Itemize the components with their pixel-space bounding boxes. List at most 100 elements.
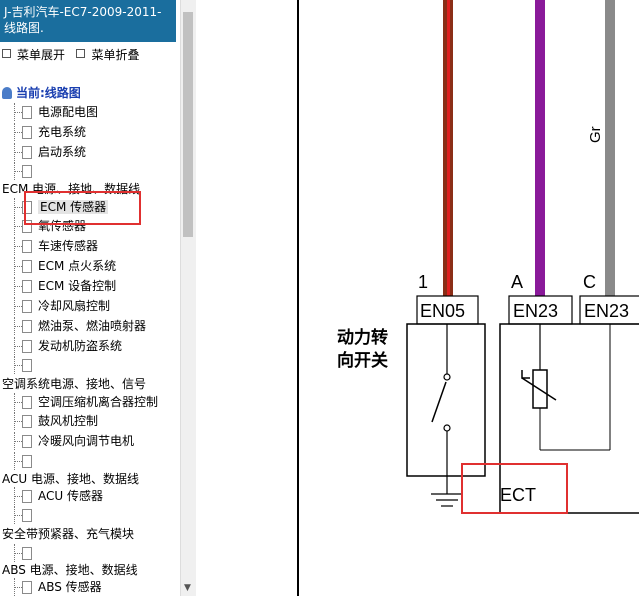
tree-line: [14, 112, 22, 113]
tree-item-label: 冷暖风向调节电机: [38, 434, 135, 448]
tree-line: [14, 553, 22, 554]
tree-item[interactable]: 氧传感器: [0, 217, 86, 235]
tree-item-label: 燃油泵、燃油喷射器: [38, 319, 147, 333]
tree-line: [14, 246, 22, 247]
tree-line: [14, 171, 22, 172]
navigation-panel: J-吉利汽车-EC7-2009-2011- 线路图. 菜单展开 菜单折叠 当前:…: [0, 0, 180, 596]
switch-arm: [431, 381, 447, 423]
document-icon: [22, 320, 32, 333]
document-icon: [22, 165, 32, 178]
document-icon: [22, 300, 32, 313]
highlight-box: [24, 191, 141, 225]
current-node-icon: [2, 87, 12, 99]
tree-item[interactable]: ECM 点火系统: [0, 257, 116, 275]
menu-expand-label: 菜单展开: [17, 48, 66, 62]
tree-line: [14, 402, 22, 403]
wire-color-label: Gr: [587, 126, 604, 143]
document-icon: [22, 581, 32, 594]
tree-line: [14, 365, 22, 366]
document-icon: [22, 240, 32, 253]
menu-collapse-button[interactable]: 菜单折叠: [76, 48, 139, 62]
tree-line: [14, 207, 22, 208]
tree-item-label: 冷却风扇控制: [38, 299, 111, 313]
tree-line: [14, 326, 22, 327]
wire-red-stripe: [447, 0, 450, 296]
document-icon: [22, 396, 32, 409]
pin-label-c: C: [583, 272, 596, 292]
tree-item-label: ECM 传感器: [38, 200, 109, 214]
document-icon: [22, 106, 32, 119]
tree-item-label: 鼓风机控制: [38, 414, 99, 428]
tree-line: [14, 226, 22, 227]
tree-item-label: 安全带预紧器、充气模块: [2, 527, 135, 541]
tree-item[interactable]: [0, 162, 38, 180]
switch-component-box: [406, 323, 486, 477]
collapse-icon: [76, 49, 86, 58]
tree-item-label: 车速传感器: [38, 239, 99, 253]
document-icon: [22, 126, 32, 139]
tree-line: [14, 515, 22, 516]
tree-line: [14, 346, 22, 347]
tree-item[interactable]: [0, 452, 38, 470]
tree-line: [14, 286, 22, 287]
tree-item-label: 氧传感器: [38, 219, 87, 233]
menu-expand-button[interactable]: 菜单展开: [2, 48, 65, 62]
tree-item-label: 启动系统: [38, 145, 87, 159]
scroll-down-icon[interactable]: ▼: [184, 583, 191, 593]
window-title: J-吉利汽车-EC7-2009-2011- 线路图.: [0, 0, 176, 42]
current-node[interactable]: 当前:线路图: [2, 84, 81, 101]
tree-item[interactable]: ABS 传感器: [0, 578, 102, 596]
document-icon: [22, 359, 32, 372]
wire-purple: [535, 0, 545, 296]
tree-item-label: 发动机防盗系统: [38, 339, 123, 353]
tree-item[interactable]: 车速传感器: [0, 237, 98, 255]
tree-item[interactable]: 发动机防盗系统: [0, 337, 122, 355]
wire-gray: [605, 0, 615, 296]
document-icon: [22, 260, 32, 273]
scrollbar-thumb[interactable]: [183, 12, 193, 237]
switch-label: 向开关: [337, 350, 388, 371]
document-icon: [22, 280, 32, 293]
tree-item-label: 充电系统: [38, 125, 87, 139]
tree-item[interactable]: 燃油泵、燃油喷射器: [0, 317, 146, 335]
tree-line: [14, 496, 22, 497]
connector-label: EN05: [420, 301, 465, 321]
menu-collapse-label: 菜单折叠: [91, 48, 140, 62]
menu-controls: 菜单展开 菜单折叠: [2, 46, 139, 63]
connector-label: EN23: [513, 301, 558, 321]
switch-contact: [443, 373, 451, 381]
tree-item[interactable]: ECM 设备控制: [0, 277, 116, 295]
tree-item[interactable]: 冷暖风向调节电机: [0, 432, 134, 450]
tree-item-label: 空调系统电源、接地、信号: [2, 377, 147, 391]
tree-item[interactable]: 冷却风扇控制: [0, 297, 110, 315]
document-icon: [22, 415, 32, 428]
tree-item[interactable]: [0, 356, 38, 374]
tree-line: [14, 421, 22, 422]
connector-box: [579, 295, 639, 325]
thermistor-arrow: [521, 370, 530, 379]
document-icon: [22, 340, 32, 353]
tree-line: [14, 441, 22, 442]
tree-item[interactable]: 充电系统: [0, 123, 86, 141]
tree-item-label: ACU 电源、接地、数据线: [2, 472, 139, 486]
tree-item[interactable]: 启动系统: [0, 143, 86, 161]
tree-item[interactable]: 空调压缩机离合器控制: [0, 393, 158, 411]
sensor-label: ECT: [500, 485, 536, 505]
tree-section[interactable]: 安全带预紧器、充气模块: [0, 525, 134, 543]
pin-label-a: A: [511, 272, 523, 292]
tree-section[interactable]: ACU 电源、接地、数据线: [0, 470, 139, 488]
tree-item-label: 电源配电图: [38, 105, 99, 119]
tree-line: [14, 266, 22, 267]
tree-item[interactable]: 电源配电图: [0, 103, 98, 121]
tree-item-label: ACU 传感器: [38, 489, 103, 503]
tree-line: [14, 461, 22, 462]
tree-item[interactable]: ACU 传感器: [0, 487, 103, 505]
tree-item[interactable]: [0, 544, 38, 562]
tree-line: [14, 306, 22, 307]
tree-section[interactable]: 空调系统电源、接地、信号: [0, 375, 146, 393]
tree-item[interactable]: ECM 传感器: [0, 198, 109, 216]
tree-item[interactable]: [0, 506, 38, 524]
scrollbar[interactable]: ▼: [180, 0, 196, 596]
tree-item[interactable]: 鼓风机控制: [0, 412, 98, 430]
tree-section[interactable]: ABS 电源、接地、数据线: [0, 561, 138, 579]
